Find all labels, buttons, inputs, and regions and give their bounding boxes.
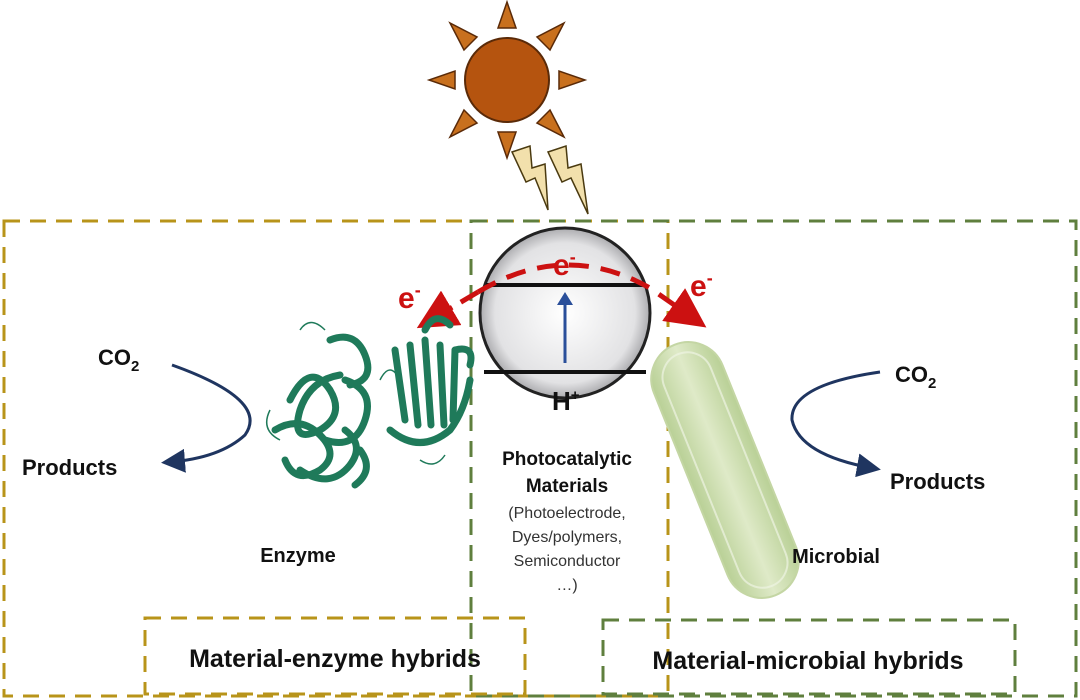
left-co2-label: CO2 xyxy=(98,345,139,375)
microbial-label: Microbial xyxy=(792,546,880,568)
microbe-cell-icon xyxy=(650,341,800,599)
photocatalytic-materials-caption: Photocatalytic Materials (Photoelectrode… xyxy=(502,449,632,594)
enzyme-label: Enzyme xyxy=(260,545,336,567)
svg-text:…): …) xyxy=(556,577,577,594)
hole-label: H+ xyxy=(552,386,580,416)
enzyme-loops xyxy=(265,321,446,465)
material-enzyme-hybrids-label: Material-enzyme hybrids xyxy=(189,645,481,673)
right-conversion-arrow xyxy=(790,370,881,478)
left-products-label: Products xyxy=(22,455,117,480)
microbial-region-frame xyxy=(469,219,1078,698)
electron-path-left xyxy=(416,289,480,329)
light-bolt-icon xyxy=(510,144,589,215)
sun-icon xyxy=(426,0,588,161)
material-microbial-hybrids-label: Material-microbial hybrids xyxy=(652,647,963,675)
electron-label-left: e- xyxy=(398,280,421,315)
svg-text:(Photoelectrode,: (Photoelectrode, xyxy=(508,505,625,522)
enzyme-region-frame xyxy=(2,219,670,698)
material-microbial-hybrids-box xyxy=(601,618,1017,696)
left-conversion-arrow xyxy=(161,363,252,473)
electron-path-top xyxy=(476,262,707,328)
svg-text:Semiconductor: Semiconductor xyxy=(514,553,621,570)
svg-text:Materials: Materials xyxy=(526,476,608,497)
right-co2-label: CO2 xyxy=(895,362,936,392)
svg-text:Photocatalytic: Photocatalytic xyxy=(502,449,632,470)
enzyme-structure-icon xyxy=(271,315,475,489)
material-enzyme-hybrids-box xyxy=(143,616,527,696)
electron-label-top: e- xyxy=(553,247,576,282)
svg-text:Dyes/polymers,: Dyes/polymers, xyxy=(512,529,622,546)
electron-label-right: e- xyxy=(690,268,713,303)
right-products-label: Products xyxy=(890,469,985,494)
